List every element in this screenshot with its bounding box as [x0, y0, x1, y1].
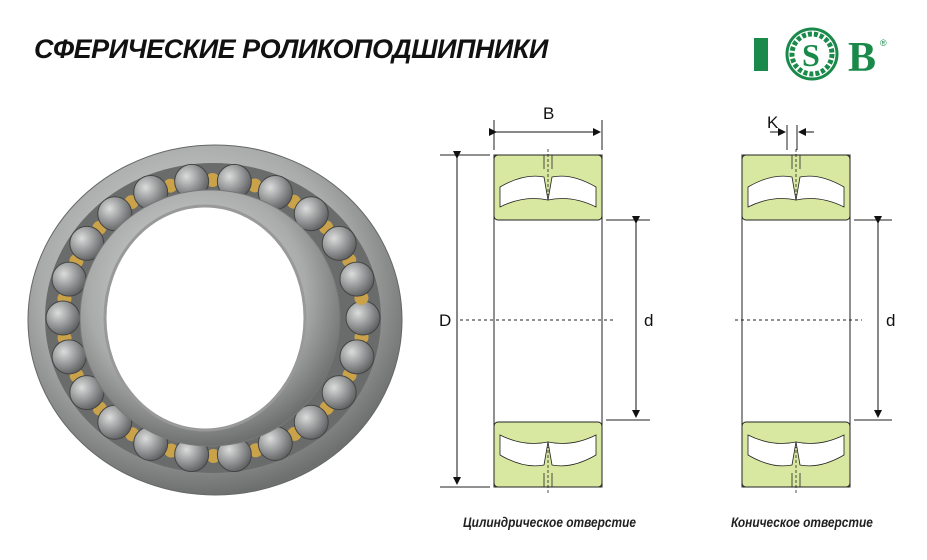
cylindrical-bore-drawing: B D d [439, 104, 653, 494]
conical-bore-drawing: K d [735, 113, 895, 494]
roller [339, 261, 375, 297]
bearing-photo [27, 144, 403, 496]
roller [51, 339, 87, 375]
roller [51, 261, 87, 297]
label-D: D [439, 311, 451, 330]
svg-text:S: S [802, 37, 820, 73]
roller [45, 300, 81, 336]
roller [339, 339, 375, 375]
roller [293, 196, 329, 232]
svg-text:B: B [848, 35, 876, 81]
cage-segment [206, 448, 221, 463]
label-d-conical: d [886, 311, 895, 330]
isb-logo: S B ® [754, 27, 887, 81]
roller [321, 225, 357, 261]
page-title: СФЕРИЧЕСКИЕ РОЛИКОПОДШИПНИКИ [34, 34, 548, 64]
roller [321, 375, 357, 411]
cage-segment [205, 173, 220, 188]
label-K: K [767, 113, 779, 132]
roller [293, 404, 329, 440]
roller [345, 300, 381, 336]
label-d-cylindrical: d [644, 311, 653, 330]
rollers [45, 163, 381, 473]
caption-cylindrical: Цилиндрическое отверстие [463, 514, 636, 530]
label-B: B [543, 104, 554, 123]
registered-mark: ® [880, 38, 887, 48]
caption-conical: Коническое отверстие [731, 514, 873, 530]
